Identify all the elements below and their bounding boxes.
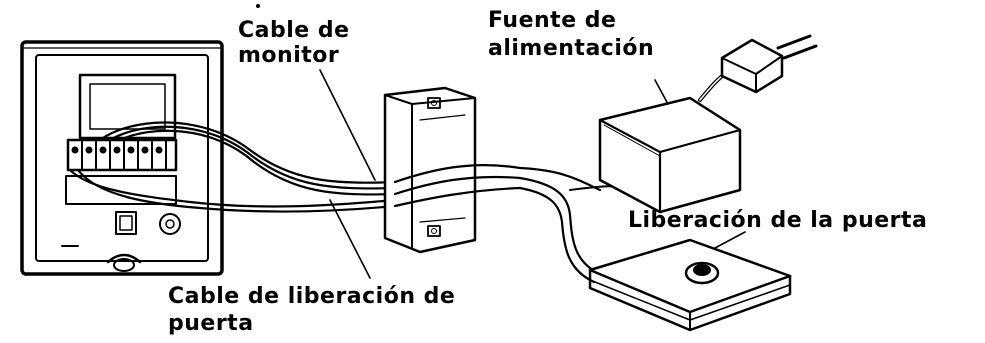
door-release-cable-label-line2: puerta [168,311,254,336]
power-supply [598,96,742,214]
door-release-unit [588,238,792,332]
door-station-unit [20,40,224,276]
junction-box [383,86,477,254]
monitor-cable-label-line1: Cable de [238,18,350,43]
door-release-label: Liberación de la puerta [628,208,928,233]
door-release-cable [68,168,397,213]
panel-buttons [115,211,181,235]
power-supply-label-line2: alimentación [488,36,655,61]
monitor-cable-label-line2: monitor [238,43,340,68]
power-plug [720,34,818,94]
monitor-cable [98,121,397,196]
leader-lines [319,69,746,279]
power-supply-label-line1: Fuente de [488,8,617,33]
door-release-cable-label-line1: Cable de liberación de [168,284,456,309]
